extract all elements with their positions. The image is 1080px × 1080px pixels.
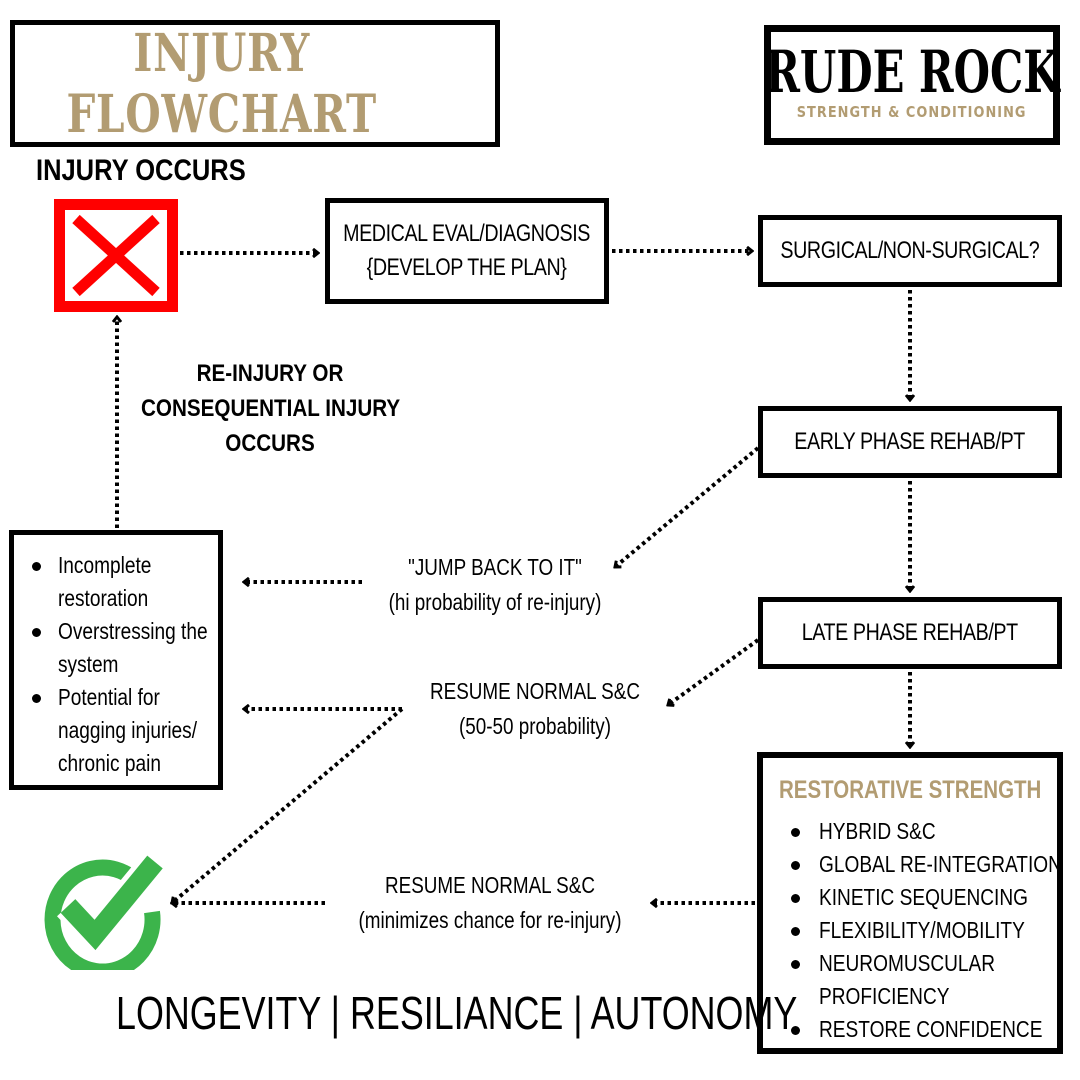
- list-item: HYBRID S&C: [763, 815, 1057, 848]
- surgical-box: SURGICAL/NON-SURGICAL?: [758, 215, 1062, 287]
- medical-eval-line2: {DEVELOP THE PLAN}: [367, 254, 567, 281]
- risks-box: Incomplete restoration Overstressing the…: [9, 530, 223, 790]
- list-item: Overstressing the system: [14, 615, 218, 681]
- restorative-list: HYBRID S&C GLOBAL RE-INTEGRATION KINETIC…: [763, 815, 1062, 1046]
- list-item: NEUROMUSCULAR PROFICIENCY: [763, 947, 1057, 1013]
- list-item: FLEXIBILITY/MOBILITY: [763, 914, 1057, 947]
- arrow-5050-to-check: [172, 707, 404, 903]
- list-item: Potential for nagging injuries/ chronic …: [14, 681, 218, 780]
- surgical-text: SURGICAL/NON-SURGICAL?: [780, 237, 1040, 264]
- jump-back-line2: (hi probability of re-injury): [388, 589, 602, 615]
- risks-list: Incomplete restoration Overstressing the…: [14, 549, 218, 780]
- resume-5050-line2: (50-50 probability): [458, 713, 612, 739]
- title-box: INJURY FLOWCHART: [10, 20, 500, 147]
- resume-min-label: RESUME NORMAL S&C (minimizes chance for …: [351, 868, 630, 938]
- logo: RUDE ROCK STRENGTH & CONDITIONING: [764, 25, 1060, 145]
- resume-5050-label: RESUME NORMAL S&C (50-50 probability): [408, 674, 662, 744]
- late-rehab-box: LATE PHASE REHAB/PT: [758, 597, 1062, 669]
- footer-tagline: LONGEVITY | RESILIANCE | AUTONOMY: [116, 987, 798, 1039]
- arrow-late-to-5050: [668, 638, 760, 705]
- jump-back-line1: "JUMP BACK TO IT": [408, 554, 582, 580]
- reinjury-line3: OCCURS: [225, 430, 315, 457]
- injury-occurs-label: INJURY OCCURS: [36, 154, 246, 187]
- medical-eval-box: MEDICAL EVAL/DIAGNOSIS {DEVELOP THE PLAN…: [325, 198, 609, 304]
- resume-5050-line1: RESUME NORMAL S&C: [430, 678, 640, 704]
- early-rehab-text: EARLY PHASE REHAB/PT: [794, 428, 1026, 455]
- page-title: INJURY FLOWCHART: [66, 22, 377, 145]
- list-item: RESTORE CONFIDENCE: [763, 1013, 1057, 1046]
- early-rehab-box: EARLY PHASE REHAB/PT: [758, 406, 1062, 478]
- reinjury-label: RE-INJURY OR CONSEQUENTIAL INJURY OCCURS: [141, 356, 401, 461]
- restorative-title: RESTORATIVE STRENGTH: [779, 776, 1042, 804]
- list-item: KINETIC SEQUENCING: [763, 881, 1057, 914]
- resume-min-line1: RESUME NORMAL S&C: [385, 872, 595, 898]
- red-x-icon: [54, 199, 178, 312]
- list-item: Incomplete restoration: [14, 549, 218, 615]
- resume-min-line2: (minimizes chance for re-injury): [358, 907, 622, 933]
- logo-tagline: STRENGTH & CONDITIONING: [797, 103, 1027, 121]
- green-check-icon: [40, 840, 170, 980]
- jump-back-label: "JUMP BACK TO IT" (hi probability of re-…: [368, 550, 622, 620]
- reinjury-line2: CONSEQUENTIAL INJURY: [141, 395, 401, 422]
- medical-eval-line1: MEDICAL EVAL/DIAGNOSIS: [343, 220, 591, 247]
- reinjury-line1: RE-INJURY OR: [196, 360, 344, 387]
- late-rehab-text: LATE PHASE REHAB/PT: [801, 619, 1019, 646]
- logo-name: RUDE ROCK: [764, 38, 1060, 106]
- arrow-early-to-jump: [615, 446, 760, 569]
- restorative-strength-box: RESTORATIVE STRENGTH HYBRID S&C GLOBAL R…: [757, 752, 1063, 1054]
- list-item: GLOBAL RE-INTEGRATION: [763, 848, 1062, 881]
